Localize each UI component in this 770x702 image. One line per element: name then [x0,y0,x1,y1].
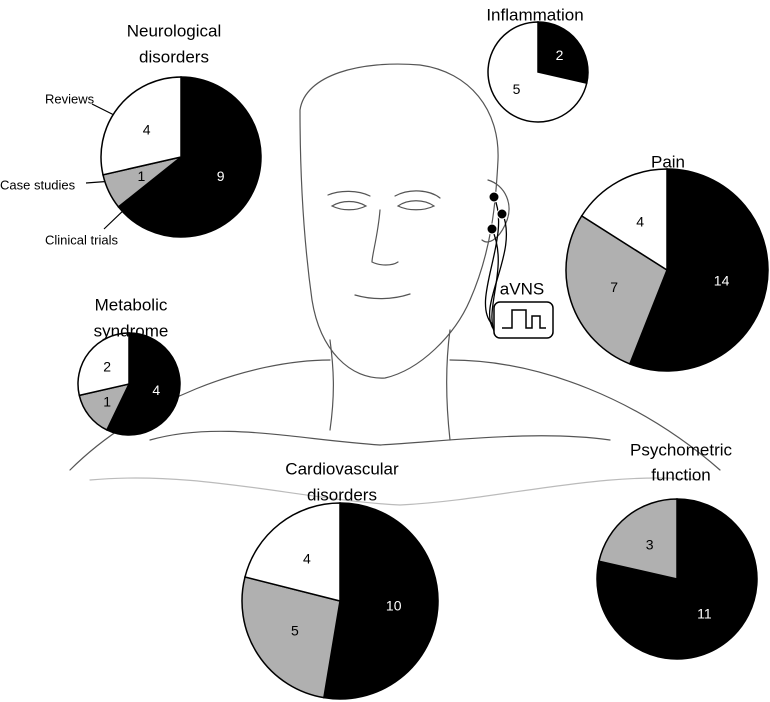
pie-slice-case-studies [241,576,341,699]
slice-value-label: 5 [513,81,521,97]
pie-slice-reviews [100,76,182,176]
pie-chart-neurological-disorders: 9 1 4 Neurological disorders [100,22,262,238]
pie-slice-clinical-trials [323,502,439,700]
pie-chart-pain: 14 7 4 Pain [565,153,769,372]
sketch-shoulders [69,359,721,471]
pie-chart-inflammation: 2 5 Inflammation [486,6,589,123]
electrode-dot [496,208,508,220]
pie-slice-reviews [77,332,130,397]
chart-title-line: Cardiovascular [285,460,399,479]
chart-title-line: Inflammation [486,6,583,25]
sketch-brow-right [394,190,441,199]
sketch-mouth [354,293,411,300]
slice-value-label: 7 [610,279,618,295]
pie-chart-metabolic-syndrome: 4 1 2 Metabolic syndrome [77,296,181,436]
sketch-brow-left [327,190,371,197]
sketch-nose [371,209,399,266]
device-label: aVNS [500,280,544,299]
pie-slice-clinical-trials [105,332,181,436]
electrode-dot [488,191,500,203]
chart-title-line: disorders [139,48,209,67]
slice-value-label: 4 [152,382,160,398]
chart-title-line: disorders [307,486,377,505]
pie-slice-clinical-trials [628,168,769,372]
avns-device: aVNS [484,191,554,339]
pie-chart-cardiovascular-disorders: 10 5 4 Cardiovascular disorders [241,460,439,700]
slice-value-label: 2 [103,359,111,375]
slice-value-label: 5 [291,623,299,639]
slice-value-label: 1 [138,168,146,184]
patient-sketch-illustration [69,63,721,506]
slice-value-label: 14 [714,272,730,288]
sketch-eye-right [396,200,436,211]
legend-item-reviews: Reviews [45,92,121,119]
slice-value-label: 2 [556,47,564,63]
slice-value-label: 4 [143,122,151,138]
legend-item-clinical-trials: Clinical trials [45,205,129,248]
electrode-wire [491,228,499,337]
slice-value-label: 10 [386,598,402,614]
chart-title-line: Neurological [127,22,222,41]
electrode-wire [488,211,508,331]
pie-slice-clinical-trials [117,76,262,238]
chart-title-line: Psychometric [630,441,733,460]
chart-title-line: syndrome [94,322,169,341]
pie-slice-case-studies [598,498,678,580]
electrode-dot [486,223,498,235]
sketch-neck [329,329,451,441]
pulse-waveform-icon [502,309,546,329]
pie-slice-case-studies [565,214,668,365]
sketch-chest-shade [89,477,701,506]
slice-value-label: 4 [303,551,311,567]
pie-slice-reviews [580,168,668,272]
sketch-eye-left [330,200,368,211]
legend-item-case-studies: Case studies [0,178,114,193]
legend-label: Reviews [45,92,95,107]
pie-slice-reviews [487,21,588,123]
sketch-head-outline [299,63,499,379]
slice-value-label: 4 [636,213,644,229]
sketch-collar [149,430,611,446]
pie-chart-psychometric-function: 11 3 Psychometric function [596,441,758,660]
chart-title-line: function [651,466,711,485]
slice-value-label: 11 [697,605,712,621]
slice-value-label: 9 [217,168,225,184]
chart-title-line: Metabolic [95,296,168,315]
stimulator-box [493,301,554,339]
pie-slice-reviews [244,502,341,602]
slice-value-label: 1 [103,394,111,410]
chart-title-line: Pain [651,153,685,172]
pie-slice-clinical-trials [537,21,589,85]
slice-value-label: 3 [646,537,654,553]
legend-label: Clinical trials [45,233,118,248]
legend-label: Case studies [0,178,76,193]
sketch-ear [481,179,510,243]
